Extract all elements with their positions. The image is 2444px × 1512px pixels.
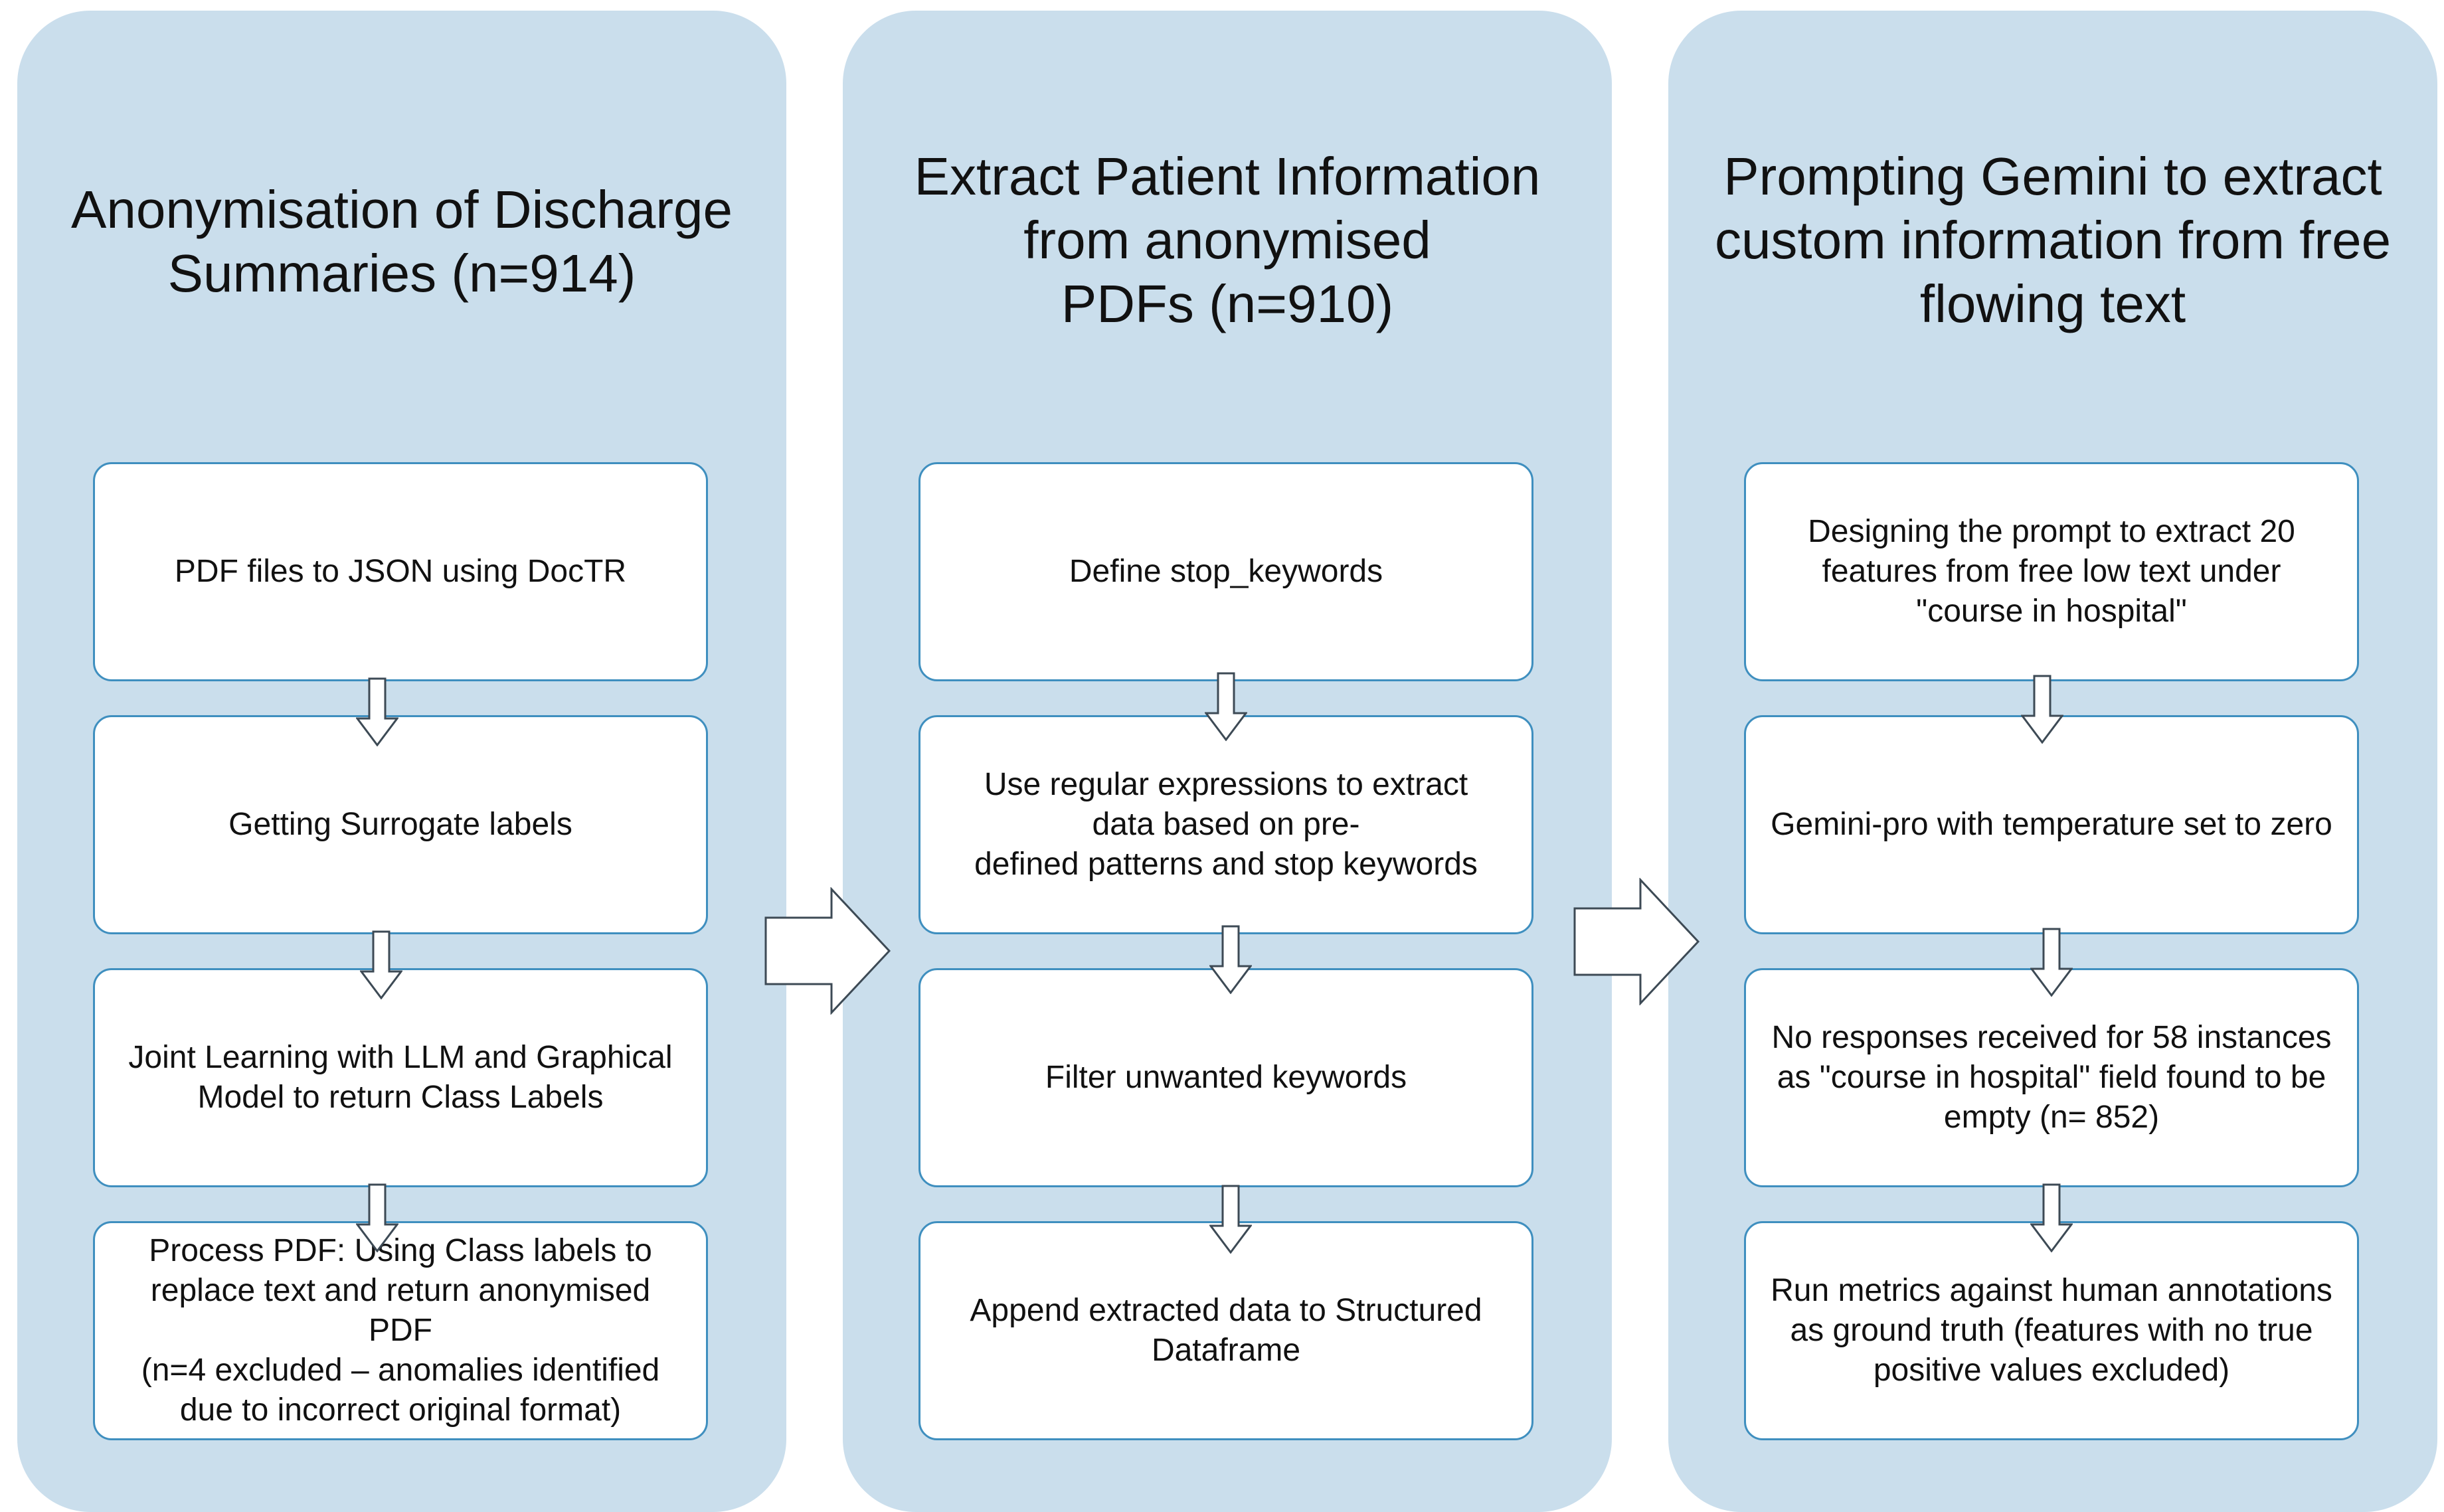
panel-anonymisation: Anonymisation of Discharge Summaries (n=… bbox=[17, 11, 786, 1512]
right-arrow-icon bbox=[764, 887, 891, 1015]
step-run-metrics: Run metrics against human annotations as… bbox=[1744, 1221, 2359, 1440]
down-arrow-icon bbox=[1205, 672, 1247, 741]
down-arrow-icon bbox=[2030, 1183, 2073, 1252]
panel-title: Extract Patient Information from anonymi… bbox=[914, 147, 1541, 333]
step-label: No responses received for 58 instances a… bbox=[1771, 1020, 2332, 1135]
down-arrow-icon bbox=[1209, 1185, 1252, 1254]
step-process-pdf: Process PDF: Using Class labels to repla… bbox=[93, 1221, 708, 1440]
step-label: Filter unwanted keywords bbox=[1045, 1060, 1407, 1095]
step-regular-expressions: Use regular expressions to extract data … bbox=[918, 715, 1533, 934]
step-surrogate-labels: Getting Surrogate labels bbox=[93, 715, 708, 934]
down-arrow-icon bbox=[2030, 928, 2073, 997]
step-label: Run metrics against human annotations as… bbox=[1771, 1273, 2332, 1388]
step-label: Append extracted data to Structured Data… bbox=[970, 1293, 1482, 1368]
panel-extract-patient-info: Extract Patient Information from anonymi… bbox=[843, 11, 1612, 1512]
step-label: Joint Learning with LLM and Graphical Mo… bbox=[128, 1040, 673, 1115]
down-arrow-icon bbox=[356, 1183, 398, 1252]
step-pdf-to-json: PDF files to JSON using DocTR bbox=[93, 462, 708, 681]
step-joint-learning: Joint Learning with LLM and Graphical Mo… bbox=[93, 968, 708, 1187]
right-arrow-icon bbox=[1573, 878, 1700, 1005]
step-label: PDF files to JSON using DocTR bbox=[174, 554, 627, 589]
down-arrow-icon bbox=[360, 930, 402, 999]
panel-title: Prompting Gemini to extract custom infor… bbox=[1714, 147, 2392, 333]
step-design-prompt: Designing the prompt to extract 20 featu… bbox=[1744, 462, 2359, 681]
step-append-data: Append extracted data to Structured Data… bbox=[918, 1221, 1533, 1440]
step-no-responses: No responses received for 58 instances a… bbox=[1744, 968, 2359, 1187]
step-label: Designing the prompt to extract 20 featu… bbox=[1808, 514, 2295, 629]
down-arrow-icon bbox=[2021, 675, 2063, 744]
step-label: Getting Surrogate labels bbox=[228, 807, 572, 842]
panel-title: Anonymisation of Discharge Summaries (n=… bbox=[70, 180, 733, 303]
step-label: Gemini-pro with temperature set to zero bbox=[1771, 807, 2332, 842]
step-label: Use regular expressions to extract data … bbox=[974, 767, 1478, 882]
panel-prompting-gemini: Prompting Gemini to extract custom infor… bbox=[1668, 11, 2437, 1512]
down-arrow-icon bbox=[1209, 925, 1252, 994]
step-label: Process PDF: Using Class labels to repla… bbox=[141, 1233, 660, 1428]
step-label: Define stop_keywords bbox=[1069, 554, 1383, 589]
step-filter-keywords: Filter unwanted keywords bbox=[918, 968, 1533, 1187]
step-define-stop-keywords: Define stop_keywords bbox=[918, 462, 1533, 681]
down-arrow-icon bbox=[356, 677, 398, 746]
step-gemini-pro: Gemini-pro with temperature set to zero bbox=[1744, 715, 2359, 934]
